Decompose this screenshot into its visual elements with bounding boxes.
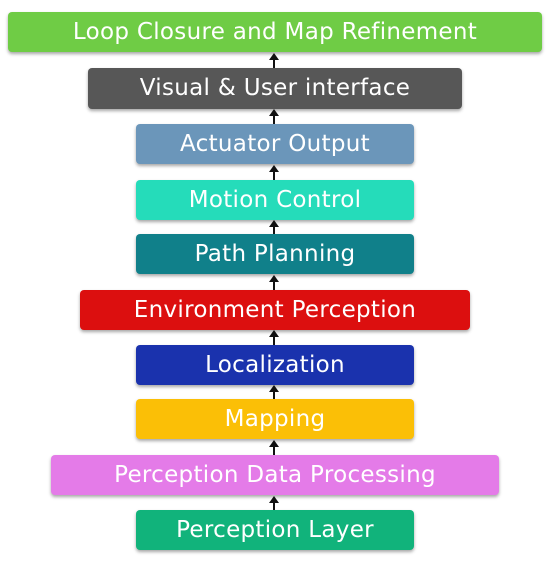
layer-label: Path Planning	[194, 240, 356, 267]
arrow-up-icon	[269, 496, 279, 510]
layer-label: Loop Closure and Map Refinement	[72, 18, 478, 45]
arrow-up-icon	[269, 440, 279, 455]
layer-motion-control: Motion Control	[136, 180, 414, 220]
layer-mapping: Mapping	[136, 399, 414, 439]
layer-perception-data-processing: Perception Data Processing	[51, 455, 499, 495]
layer-environment-perception: Environment Perception	[80, 290, 470, 330]
arrow-up-icon	[269, 275, 279, 290]
arrow-up-icon	[269, 220, 279, 234]
arrow-up-icon	[269, 53, 279, 68]
layer-loop-closure: Loop Closure and Map Refinement	[8, 12, 542, 52]
layer-actuator-output: Actuator Output	[136, 124, 414, 164]
layer-label: Perception Layer	[176, 516, 374, 543]
layer-label: Mapping	[224, 405, 326, 432]
layer-label: Actuator Output	[180, 130, 370, 157]
layer-visual-ui: Visual & User interface	[88, 68, 462, 109]
layer-perception-layer: Perception Layer	[136, 510, 414, 550]
arrow-up-icon	[269, 109, 279, 124]
layer-label: Localization	[205, 351, 345, 378]
arrow-up-icon	[269, 165, 279, 180]
layer-label: Motion Control	[188, 186, 362, 213]
layer-label: Environment Perception	[133, 296, 417, 323]
layer-label: Perception Data Processing	[114, 461, 436, 488]
arrow-up-icon	[269, 385, 279, 399]
arrow-up-icon	[269, 330, 279, 345]
layer-path-planning: Path Planning	[136, 234, 414, 274]
layer-localization: Localization	[136, 345, 414, 385]
layer-label: Visual & User interface	[139, 75, 411, 101]
